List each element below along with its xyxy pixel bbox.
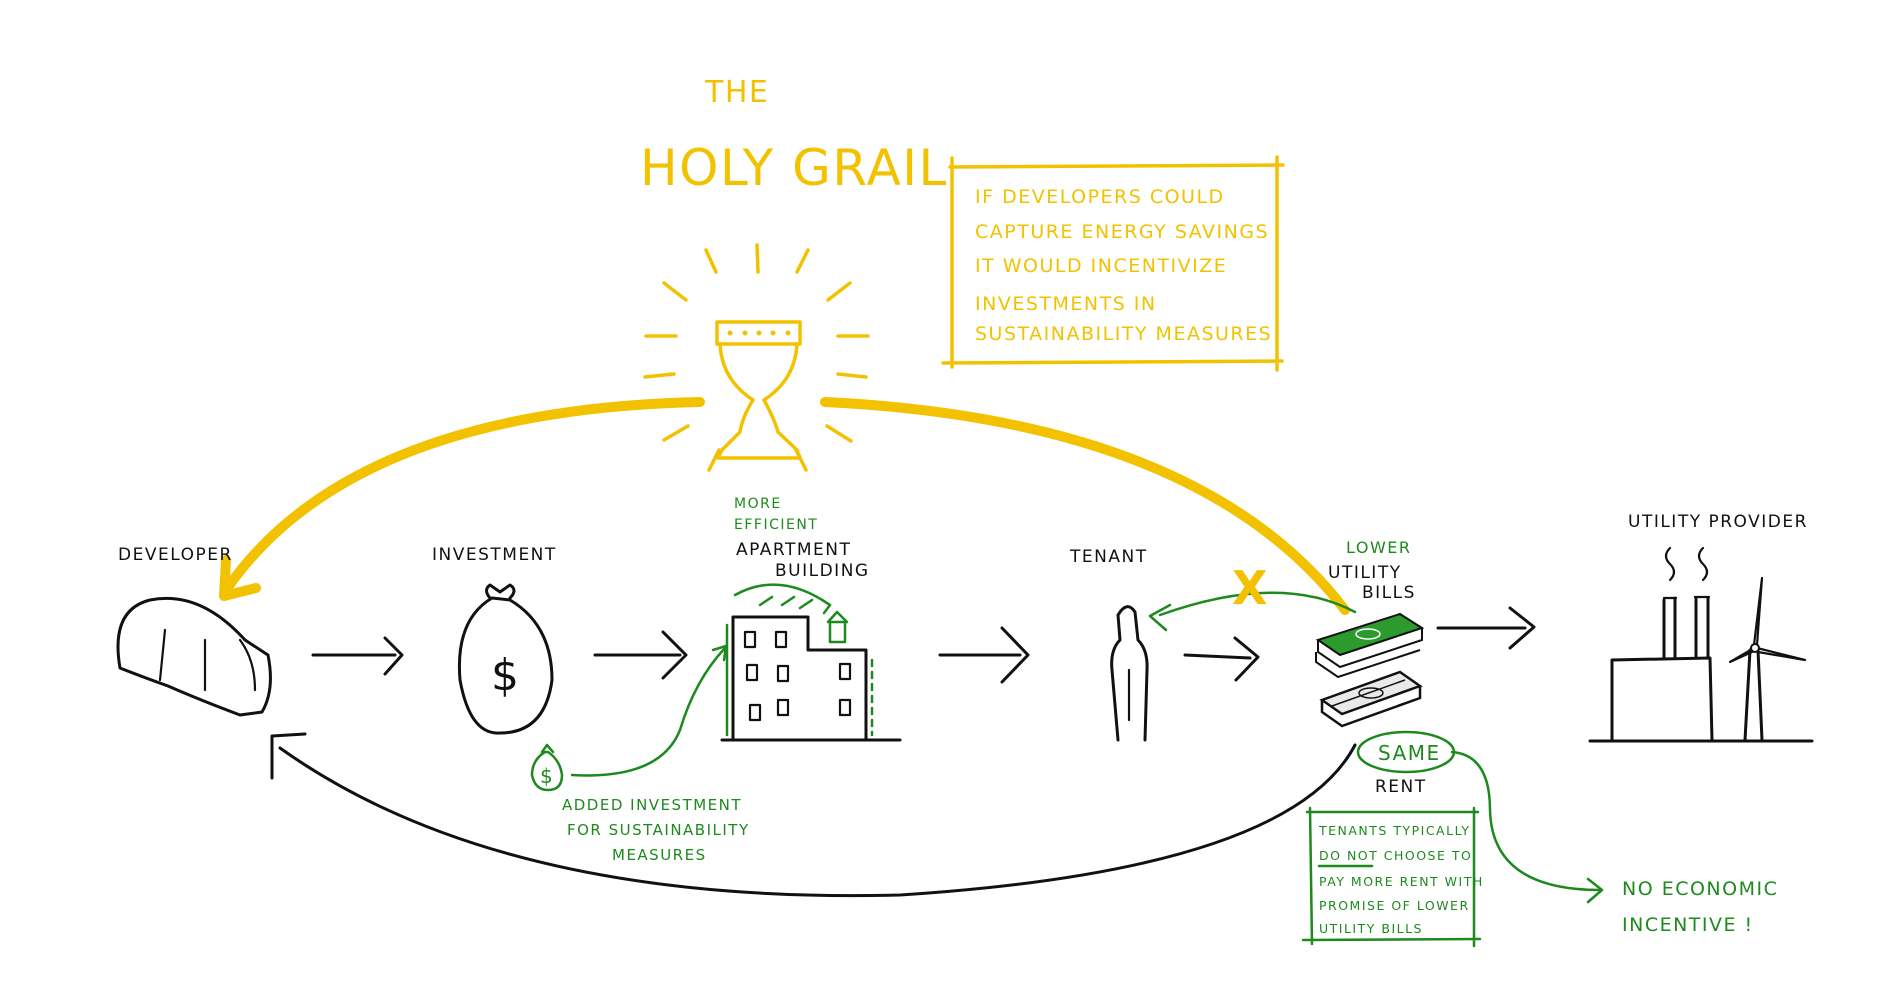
holy-grail-icon: [643, 243, 870, 472]
building-label-line-1: APARTMENT: [736, 540, 851, 560]
added-investment-line-3: MEASURES: [612, 846, 707, 864]
gold-note-line-5: SUSTAINABILITY MEASURES: [975, 323, 1272, 345]
apartment-building-icon: [720, 615, 902, 742]
arrow-tenant-to-bills: [1183, 636, 1260, 682]
grey-cash-stack-icon: [1319, 670, 1423, 728]
efficiency-upgrades-icon: [725, 583, 874, 737]
gold-note-box: [941, 155, 1285, 372]
blocked-arrowhead-icon: [1148, 603, 1172, 632]
dollar-sign: $: [491, 650, 521, 701]
developer-label: DEVELOPER: [118, 545, 233, 565]
same-rent-line-1: SAME: [1378, 741, 1441, 765]
tenant-label: TENANT: [1069, 547, 1148, 567]
added-investment-line-1: ADDED INVESTMENT: [562, 796, 742, 814]
gold-arc-to-developer: [221, 397, 705, 595]
blocked-x-icon: X: [1232, 561, 1269, 615]
grail-dots-icon: [727, 330, 791, 336]
gold-arc-from-bills: [820, 397, 1350, 615]
money-bag-icon: $: [457, 583, 554, 735]
return-arrowhead-icon: [270, 732, 307, 780]
gold-note-line-3: IT WOULD INCENTIVIZE: [975, 255, 1227, 277]
arrow-building-to-tenant: [938, 626, 1030, 684]
wind-turbine-icon: [1728, 576, 1807, 742]
no-incentive-arrow: [1450, 750, 1602, 892]
green-note-line-5: UTILITY BILLS: [1319, 921, 1423, 936]
same-rent-line-2: RENT: [1375, 777, 1427, 797]
building-note-line-2: EFFICIENT: [734, 517, 818, 533]
blocked-savings-arrow: [1158, 591, 1357, 617]
arrow-bills-to-utility: [1436, 606, 1536, 650]
green-note-box: [1301, 806, 1482, 948]
green-note-line-3: PAY MORE RENT WITH: [1319, 874, 1484, 889]
building-note-line-1: MORE: [734, 496, 782, 512]
added-investment-arrowhead-icon: [711, 644, 728, 662]
no-incentive-arrowhead-icon: [1586, 877, 1604, 904]
added-investment-arrow: [570, 646, 727, 777]
utility-provider-label: UTILITY PROVIDER: [1628, 512, 1808, 532]
green-note-line-2: DO NOT CHOOSE TO: [1319, 848, 1472, 863]
no-incentive-line-1: NO ECONOMIC: [1622, 878, 1778, 900]
green-note-line-4: PROMISE OF LOWER: [1319, 898, 1470, 913]
gold-note-line-1: IF DEVELOPERS COULD: [975, 186, 1225, 208]
title-the: THE: [704, 75, 769, 110]
arrow-developer-to-investment: [311, 636, 404, 676]
no-incentive-line-2: INCENTIVE !: [1622, 914, 1754, 936]
small-money-bag-icon: $: [530, 743, 564, 792]
green-note-line-1: TENANTS TYPICALLY: [1318, 823, 1471, 838]
gold-note-line-2: CAPTURE ENERGY SAVINGS: [975, 221, 1269, 243]
green-cash-stack-icon: [1315, 612, 1425, 679]
power-plant-icon: [1588, 546, 1814, 743]
lower-bills-line-2: UTILITY: [1328, 563, 1402, 583]
gold-note-line-4: INVESTMENTS IN: [975, 293, 1157, 315]
return-loop-arrow: [278, 743, 1357, 898]
title-holy-grail: HOLY GRAIL: [640, 139, 948, 197]
lower-bills-line-1: LOWER: [1346, 538, 1411, 557]
arrow-investment-to-building: [593, 630, 688, 680]
tenant-person-icon: [1110, 605, 1149, 742]
gold-arrowhead-icon: [219, 555, 261, 601]
small-dollar-sign: $: [540, 764, 554, 788]
investment-label: INVESTMENT: [432, 545, 557, 565]
added-investment-line-2: FOR SUSTAINABILITY: [567, 821, 750, 839]
building-label-line-2: BUILDING: [775, 561, 870, 581]
lower-bills-line-3: BILLS: [1362, 583, 1416, 603]
hard-hat-icon: [116, 596, 272, 717]
